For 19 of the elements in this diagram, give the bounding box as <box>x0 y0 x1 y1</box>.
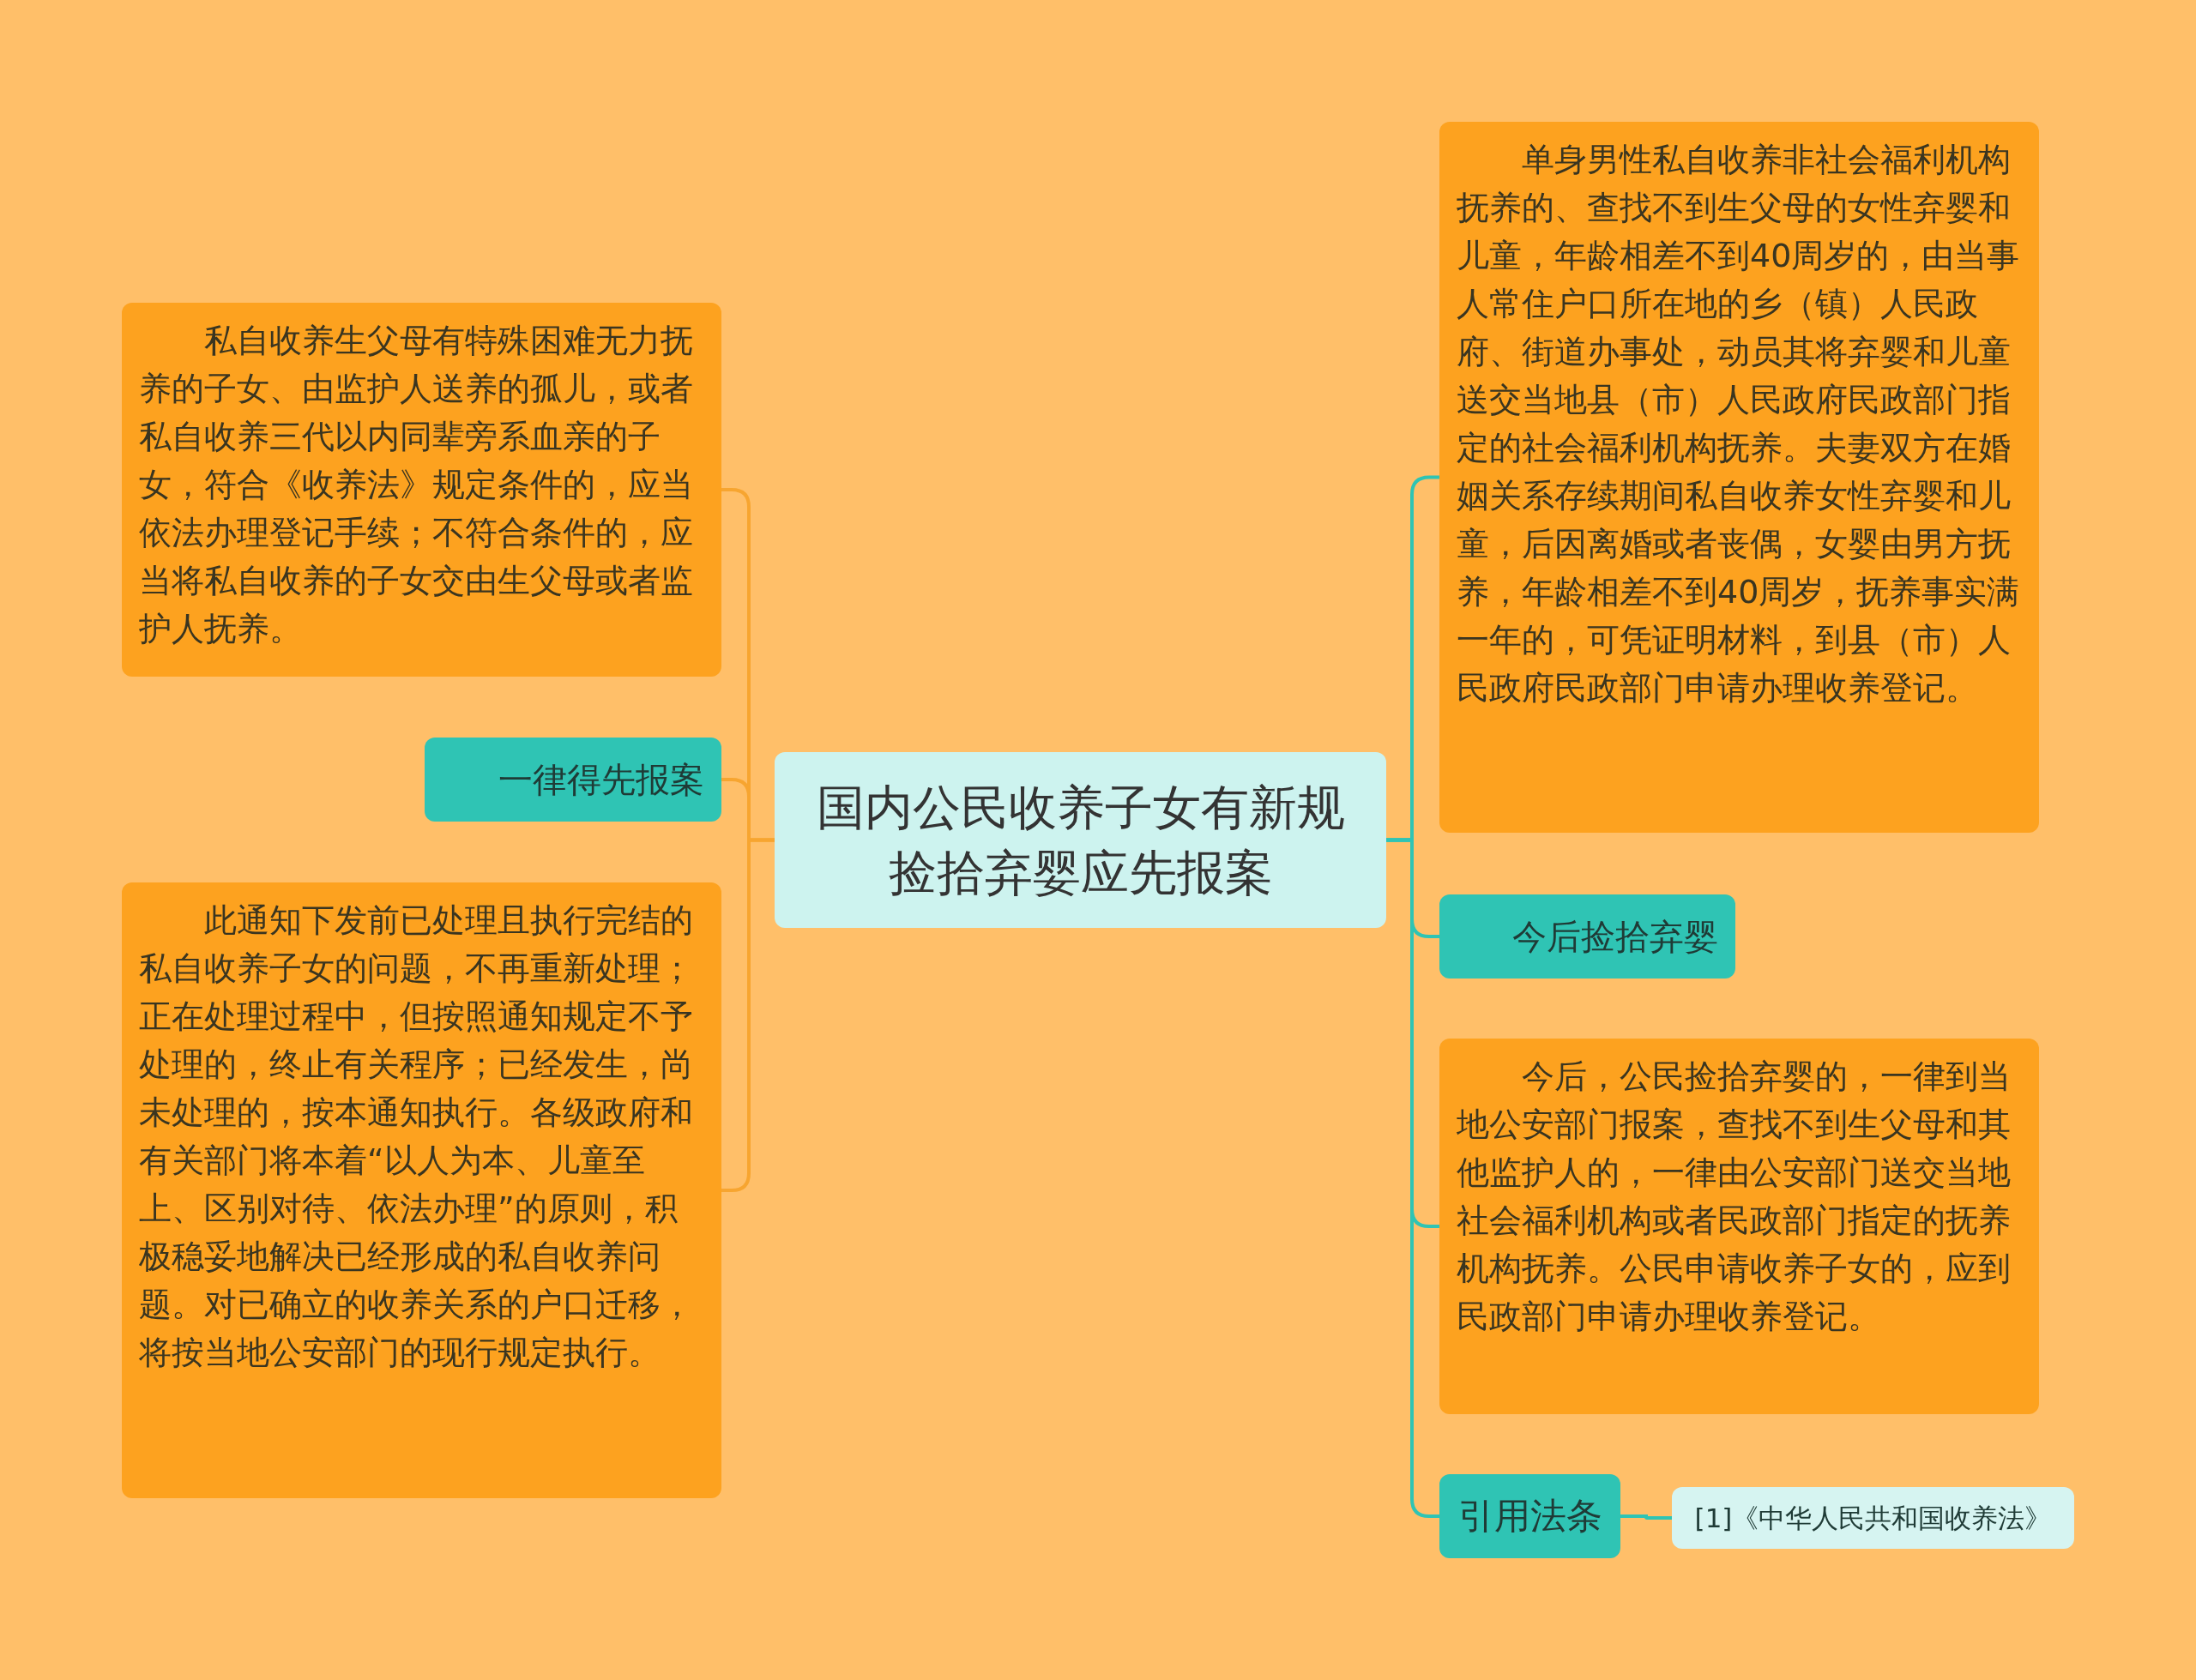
text-box <box>122 303 721 677</box>
topic-box <box>425 738 721 822</box>
node-text: 国内公民收养子女有新规捡拾弃婴应先报案 <box>815 778 1346 902</box>
topic-box <box>1439 1474 1620 1558</box>
node-text: 今后，公民捡拾弃婴的，一律到当地公安部门报案，查找不到生父母和其他监护人的，一律由公安部门送交当地社会福利机构或者民政部门指定的抚养机构抚养。公民申请收养子女的，应到民政部门申请办理收养登记。 <box>1457 1057 2012 1337</box>
topic-box <box>1439 894 1735 978</box>
central-topic-box <box>775 752 1386 928</box>
connector-line <box>1620 1514 1672 1520</box>
node-text: 今后捡拾弃婴 <box>1512 916 1718 958</box>
reference-box <box>1672 1487 2074 1549</box>
node-text: 此通知下发前已处理且执行完结的私自收养子女的问题，不再重新处理；正在处理过程中，但按照通知规定不予处理的，终止有关程序；已经发生，尚未处理的，按本通知执行。各级政府和有关部门将本着“以人为本、儿童至上、区别对待、依法办理”的原则，积极稳妥地解决已经形成的私自收养问题。对已确立的收养关系的户口迁移，将按当地公安部门的现行规定执行。 <box>139 900 694 1373</box>
text-box <box>1439 1039 2039 1414</box>
node-text: 引用法条 <box>1457 1494 1602 1538</box>
text-box <box>122 882 721 1498</box>
node-text: [1]《中华人民共和国收养法》 <box>1694 1502 2052 1535</box>
text-box <box>1439 122 2039 833</box>
node-text: 一律得先报案 <box>498 759 704 801</box>
node-text: 单身男性私自收养非社会福利机构抚养的、查找不到生父母的女性弃婴和儿童，年龄相差不到40周岁的，由当事人常住户口所在地的乡（镇）人民政府、街道办事处，动员其将弃婴和儿童送交当地县（市）人民政府民政部门指定的社会福利机构抚养。夫妻双方在婚姻关系存续期间私自收养女性弃婴和儿童，后因离婚或者丧偶，女婴由男方抚养，年龄相差不到40周岁，抚养事实满一年的，可凭证明材料，到县（市）人民政府民政部门申请办理收养登记。 <box>1457 140 2021 708</box>
node-text: 私自收养生父母有特殊困难无力抚养的子女、由监护人送养的孤儿，或者私自收养三代以内同辈旁系血亲的子女，符合《收养法》规定条件的，应当依法办理登记手续；不符合条件的，应当将私自收养的子女交由生父母或者监护人抚养。 <box>139 321 694 649</box>
